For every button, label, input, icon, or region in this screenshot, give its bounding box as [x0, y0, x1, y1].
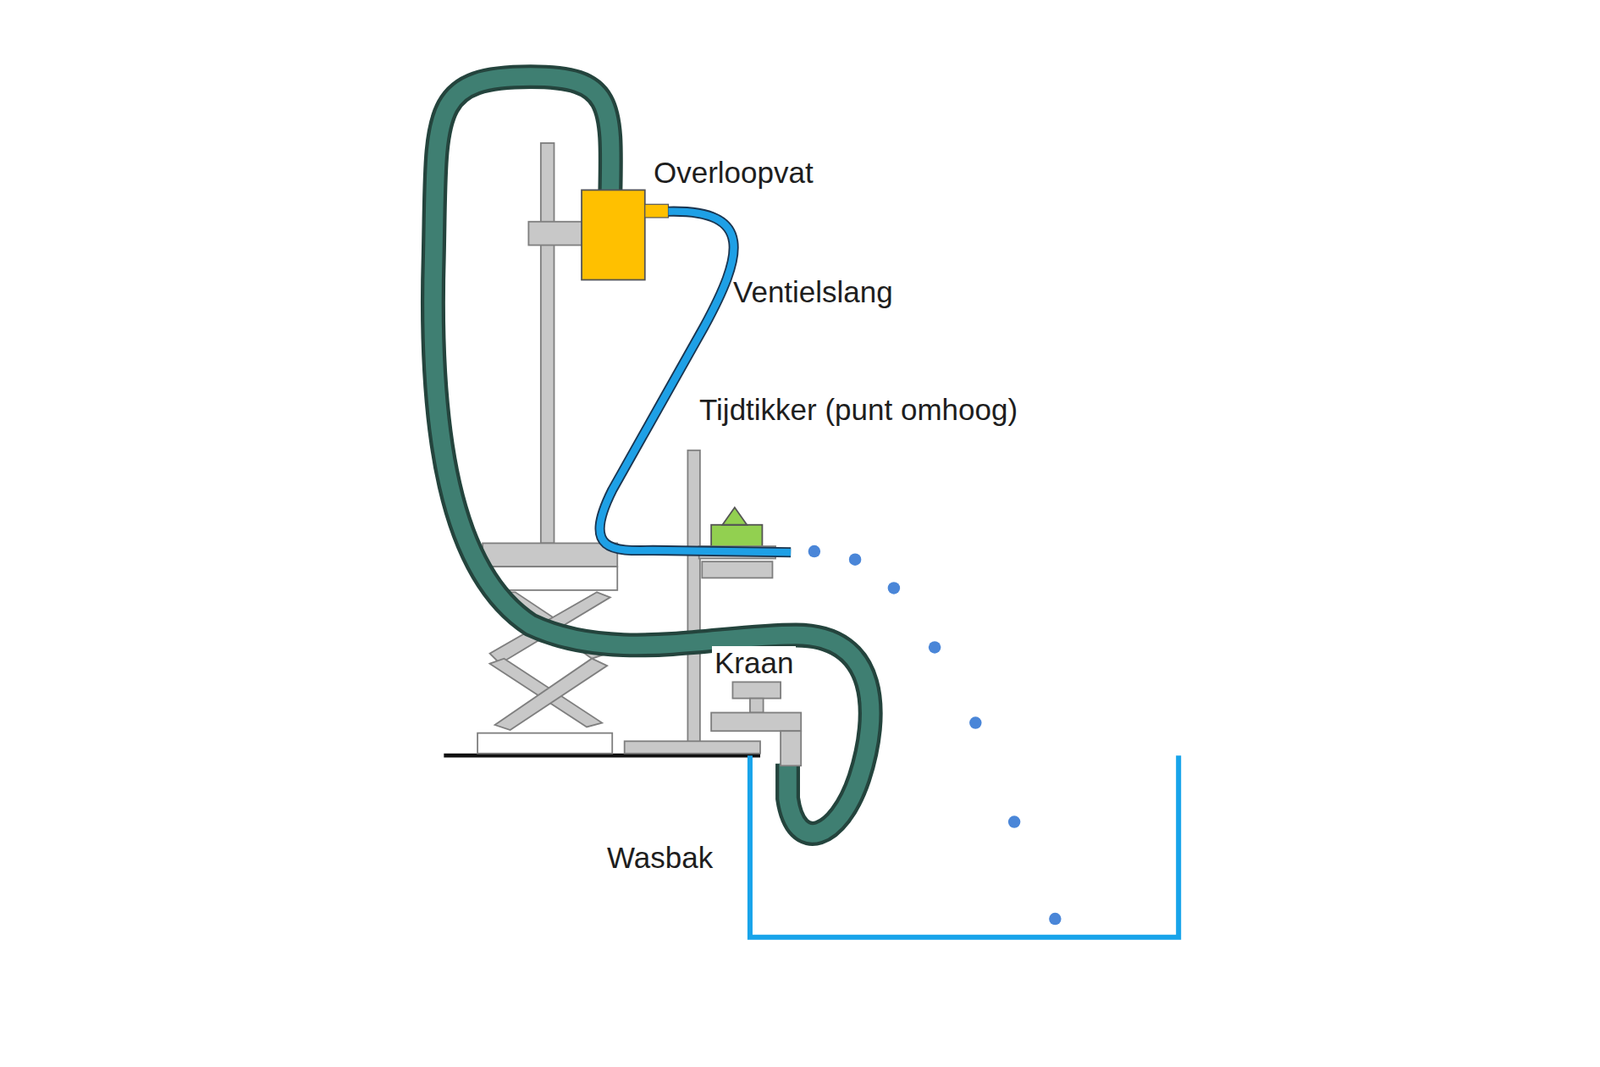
jack-top — [482, 542, 618, 567]
part-label: Kraan — [711, 645, 796, 680]
part-label: Tijdtikker (punt omhoog) — [696, 392, 1021, 427]
jack-top-plate — [490, 566, 618, 591]
timer-body — [711, 524, 762, 548]
stand-rod — [540, 143, 555, 543]
valve-hose-outline — [600, 211, 792, 553]
stand-rod — [687, 450, 700, 744]
water-drops — [808, 545, 1062, 925]
valve-hose — [600, 211, 792, 553]
tap-stem — [750, 698, 764, 713]
stand-base — [624, 740, 761, 753]
timer-point — [722, 507, 747, 525]
overflow-vessel — [581, 189, 646, 280]
sink — [750, 755, 1179, 938]
jack-base — [477, 733, 613, 754]
part-label: Overloopvat — [651, 155, 817, 190]
tap-spout — [780, 730, 801, 766]
part-label: Wasbak — [604, 840, 716, 875]
supply-hose-outline — [432, 77, 871, 834]
timer-plate — [701, 561, 773, 578]
tap-body — [711, 712, 801, 732]
tap-handle — [732, 681, 781, 698]
vessel-nozzle — [645, 204, 669, 218]
supply-hose — [432, 77, 871, 834]
part-label: Ventielslang — [730, 275, 896, 309]
